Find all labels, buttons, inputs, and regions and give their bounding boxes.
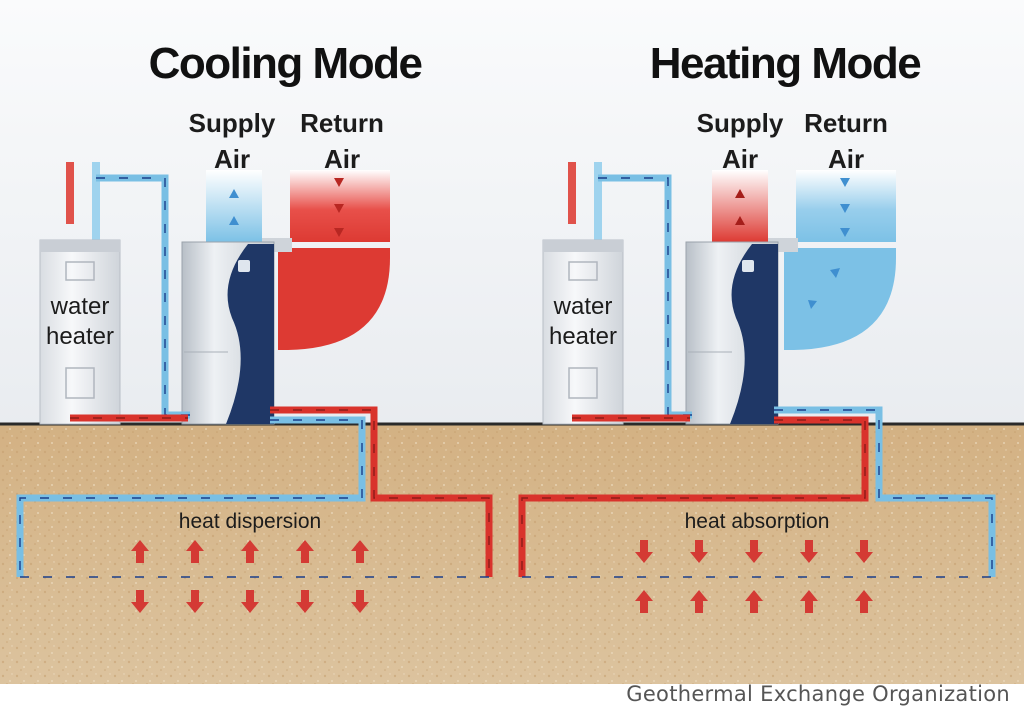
panel-title: Heating Mode <box>650 39 920 88</box>
airflow-up-arrow <box>735 189 745 198</box>
ground-loop <box>16 406 493 581</box>
airflow-up-arrow <box>229 189 239 198</box>
water-heater-label-line1: water <box>553 293 613 320</box>
airflow-up-arrow <box>735 216 745 225</box>
return-air-duct: Return Air <box>262 108 390 350</box>
heat-up-arrow <box>855 590 873 613</box>
airflow-curve-arrow <box>808 300 817 309</box>
heat-up-arrow <box>635 590 653 613</box>
cooling-mode-panel: Cooling Mode Supply Air Return Air <box>16 39 493 613</box>
caption-band <box>0 684 1024 712</box>
credit-text: Geothermal Exchange Organization <box>626 682 1010 706</box>
supply-air-duct: Supply Air <box>697 108 784 242</box>
heat-up-arrow <box>131 540 149 563</box>
airflow-down-arrow <box>840 178 850 187</box>
supply-air-label-line1: Supply <box>697 108 784 138</box>
airflow-down-arrow <box>840 228 850 237</box>
heat-up-arrow <box>800 590 818 613</box>
heat-pump-unit <box>685 241 779 425</box>
heat-up-arrow <box>690 590 708 613</box>
heat-down-arrow <box>186 590 204 613</box>
water-heater-label-line1: water <box>50 293 110 320</box>
heat-down-arrow <box>635 540 653 563</box>
heat-flow-arrows <box>635 540 873 613</box>
heat-up-arrow <box>241 540 259 563</box>
return-air-label-line2: Air <box>828 144 864 174</box>
water-heater-label-line2: heater <box>549 323 617 350</box>
supply-air-label-line2: Air <box>214 144 250 174</box>
return-air-label-line1: Return <box>804 108 888 138</box>
supply-air-label-line2: Air <box>722 144 758 174</box>
return-air-label-line1: Return <box>300 108 384 138</box>
return-air-duct: Return Air <box>768 108 896 350</box>
heat-up-arrow <box>186 540 204 563</box>
surface-piping <box>572 174 692 422</box>
heat-up-arrow <box>296 540 314 563</box>
airflow-curve-arrow <box>830 268 840 278</box>
airflow-up-arrow <box>229 216 239 225</box>
heat-up-arrow <box>745 590 763 613</box>
supply-air-label-line1: Supply <box>189 108 276 138</box>
heat-down-arrow <box>296 590 314 613</box>
airflow-down-arrow <box>334 204 344 213</box>
heat-down-arrow <box>855 540 873 563</box>
heat-up-arrow <box>351 540 369 563</box>
airflow-down-arrow <box>840 204 850 213</box>
heat-down-arrow <box>745 540 763 563</box>
process-label: heat dispersion <box>179 510 321 533</box>
heat-pump-unit <box>181 241 275 425</box>
surface-piping <box>70 174 190 422</box>
water-heater: water heater <box>39 162 121 425</box>
heat-flow-arrows <box>131 540 369 613</box>
airflow-down-arrow <box>334 178 344 187</box>
return-air-label-line2: Air <box>324 144 360 174</box>
water-heater-label-line2: heater <box>46 323 114 350</box>
process-label: heat absorption <box>685 510 830 533</box>
heat-down-arrow <box>690 540 708 563</box>
panel-title: Cooling Mode <box>149 39 422 88</box>
heat-down-arrow <box>241 590 259 613</box>
heating-mode-panel: Heating Mode Supply Air Return Air <box>518 39 996 613</box>
supply-air-duct: Supply Air <box>189 108 276 242</box>
ground-texture <box>0 424 1024 684</box>
water-heater: water heater <box>542 162 624 425</box>
heat-down-arrow <box>800 540 818 563</box>
heat-down-arrow <box>351 590 369 613</box>
heat-down-arrow <box>131 590 149 613</box>
airflow-down-arrow <box>334 228 344 237</box>
ground-loop <box>518 406 996 581</box>
